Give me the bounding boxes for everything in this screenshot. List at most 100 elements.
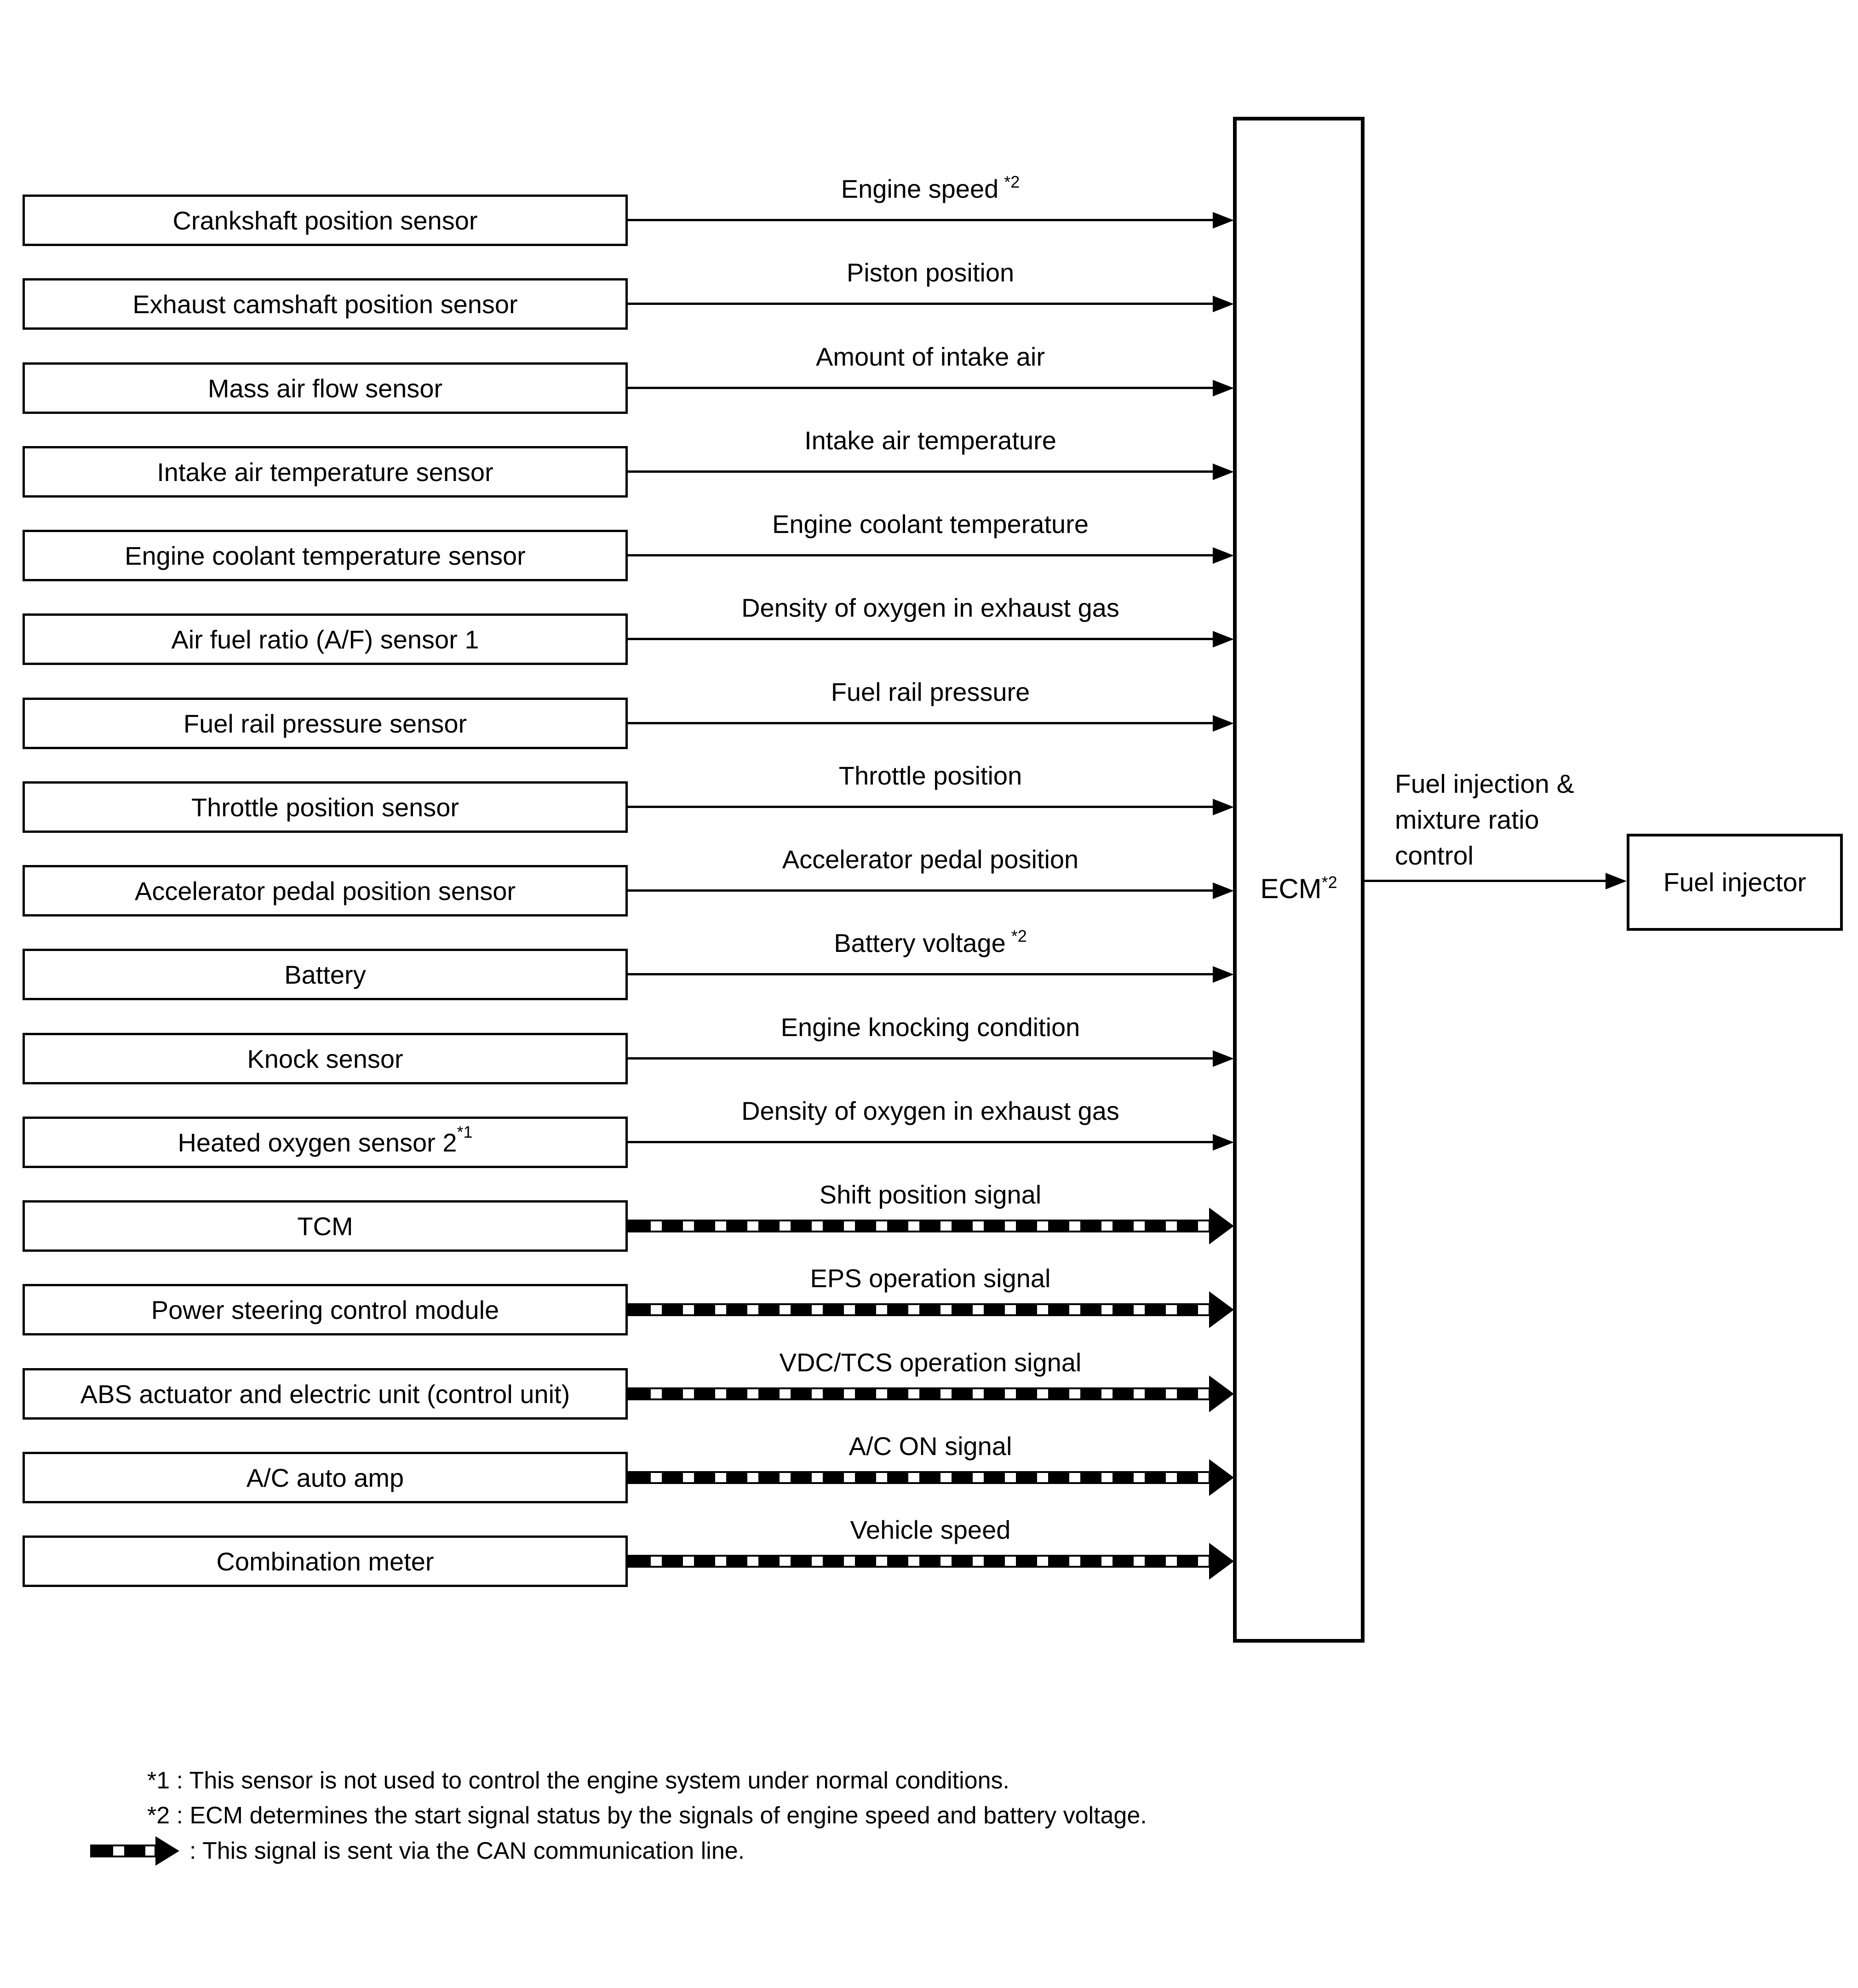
fuel-control-label-line2: mixture ratio — [1395, 805, 1539, 835]
can-arrow-line — [628, 1471, 1210, 1484]
signal-arrow-line — [628, 387, 1214, 389]
signal-label: Throttle position — [628, 763, 1233, 789]
ecm-label: ECM*2 — [1233, 873, 1365, 905]
source-box: Knock sensor — [23, 1033, 628, 1084]
signal-arrow-line — [628, 722, 1214, 724]
signal-label: Engine speed *2 — [628, 172, 1233, 205]
signal-arrow-line — [628, 806, 1214, 808]
signal-label: Vehicle speed — [628, 1517, 1233, 1543]
fuel-injector-box: Fuel injector — [1627, 834, 1843, 931]
can-arrow-line — [628, 1387, 1210, 1400]
source-box: Heated oxygen sensor 2*1 — [23, 1117, 628, 1168]
can-arrow-line — [628, 1555, 1210, 1568]
ecm-footnote-ref: *2 — [1321, 873, 1337, 892]
fuel-control-label: Fuel injection & mixture ratio control — [1395, 766, 1574, 874]
source-box: Intake air temperature sensor — [23, 446, 628, 498]
signal-label-text: A/C ON signal — [849, 1432, 1012, 1461]
fuel-control-arrow-head — [1606, 873, 1627, 889]
signal-label: Accelerator pedal position — [628, 847, 1233, 872]
footnote-can-text-span: : This signal is sent via the CAN commun… — [189, 1838, 745, 1864]
signal-arrow-line — [628, 973, 1214, 975]
can-arrow-icon-dashes — [92, 1846, 155, 1856]
signal-label-text: Density of oxygen in exhaust gas — [741, 1096, 1119, 1125]
footnote-2: *2 : ECM determines the start signal sta… — [147, 1804, 1147, 1828]
signal-footnote-ref: *2 — [1004, 172, 1020, 191]
can-arrow-dashes — [630, 1221, 1209, 1231]
source-box: Battery — [23, 949, 628, 1000]
fuel-control-label-line1: Fuel injection & — [1395, 769, 1574, 799]
signal-label: Piston position — [628, 260, 1233, 286]
signal-label-text: Throttle position — [838, 761, 1022, 790]
source-box-label: Heated oxygen sensor 2 — [178, 1128, 457, 1157]
footnote-1-text: *1 : This sensor is not used to control … — [147, 1767, 1009, 1794]
signal-arrow-line — [628, 303, 1214, 305]
signal-arrow-head — [1213, 715, 1234, 732]
signal-arrow-head — [1213, 464, 1234, 480]
signal-arrow-line — [628, 219, 1214, 221]
signal-label-text: Accelerator pedal position — [782, 845, 1079, 874]
signal-label: Fuel rail pressure — [628, 679, 1233, 705]
source-box: Engine coolant temperature sensor — [23, 530, 628, 581]
signal-label-text: Amount of intake air — [815, 342, 1045, 371]
signal-label: Density of oxygen in exhaust gas — [628, 1098, 1233, 1124]
source-footnote-ref: *1 — [457, 1123, 473, 1141]
signal-label: EPS operation signal — [628, 1266, 1233, 1291]
signal-label-text: Shift position signal — [819, 1180, 1042, 1209]
source-box-label: Crankshaft position sensor — [172, 206, 478, 235]
signal-label: Engine coolant temperature — [628, 511, 1233, 537]
signal-label-text: Intake air temperature — [804, 426, 1056, 455]
can-arrow-head — [1209, 1208, 1234, 1244]
source-box: Mass air flow sensor — [23, 362, 628, 414]
signal-label: Engine knocking condition — [628, 1014, 1233, 1040]
signal-arrow-head — [1213, 212, 1234, 229]
source-box-label: Mass air flow sensor — [207, 373, 443, 403]
can-arrow-dashes — [630, 1305, 1209, 1314]
source-box-label: TCM — [297, 1211, 353, 1241]
signal-label: VDC/TCS operation signal — [628, 1350, 1233, 1375]
source-box: Combination meter — [23, 1535, 628, 1587]
source-box: Power steering control module — [23, 1284, 628, 1335]
can-arrow-head — [1209, 1291, 1234, 1328]
ecm-box — [1233, 117, 1365, 1643]
ecm-label-text: ECM — [1260, 873, 1322, 904]
source-box-label: Knock sensor — [247, 1044, 403, 1073]
signal-arrow-head — [1213, 296, 1234, 312]
signal-arrow-head — [1213, 1050, 1234, 1067]
can-arrow-dashes — [630, 1557, 1209, 1566]
fuel-injector-label: Fuel injector — [1663, 867, 1806, 897]
source-box: Fuel rail pressure sensor — [23, 698, 628, 749]
source-box-label: Accelerator pedal position sensor — [134, 876, 516, 905]
can-arrow-dashes — [630, 1389, 1209, 1398]
can-arrow-head — [1209, 1375, 1234, 1412]
signal-label: Battery voltage*2 — [628, 927, 1233, 959]
signal-label-text: Engine knocking condition — [780, 1013, 1080, 1042]
signal-label-text: Density of oxygen in exhaust gas — [741, 593, 1119, 622]
signal-label-text: Fuel rail pressure — [831, 677, 1030, 706]
source-box-label: Combination meter — [216, 1547, 434, 1576]
signal-label: Density of oxygen in exhaust gas — [628, 595, 1233, 621]
signal-arrow-head — [1213, 631, 1234, 647]
signal-label-text: Vehicle speed — [850, 1515, 1011, 1544]
footnote-2-text: *2 : ECM determines the start signal sta… — [147, 1802, 1147, 1829]
source-box-label: Engine coolant temperature sensor — [125, 541, 526, 570]
footnote-can-text: : This signal is sent via the CAN commun… — [189, 1839, 745, 1863]
can-arrow-icon-head — [155, 1836, 179, 1866]
source-box-label: ABS actuator and electric unit (control … — [80, 1379, 570, 1409]
signal-label: Amount of intake air — [628, 344, 1233, 370]
source-box: ABS actuator and electric unit (control … — [23, 1368, 628, 1420]
source-box-label: Exhaust camshaft position sensor — [132, 289, 518, 319]
signal-arrow-head — [1213, 380, 1234, 396]
source-box: A/C auto amp — [23, 1452, 628, 1503]
source-box-label: Power steering control module — [151, 1295, 499, 1324]
fuel-control-label-line3: control — [1395, 841, 1474, 871]
can-arrow-head — [1209, 1459, 1234, 1496]
source-box: Exhaust camshaft position sensor — [23, 278, 628, 330]
can-arrow-head — [1209, 1543, 1234, 1580]
fuel-control-arrow-line — [1365, 880, 1607, 882]
source-box-label: Battery — [284, 960, 366, 989]
signal-label: Shift position signal — [628, 1182, 1233, 1208]
signal-label-text: Engine speed — [841, 174, 999, 203]
source-box-label: Air fuel ratio (A/F) sensor 1 — [171, 624, 479, 654]
signal-arrow-head — [1213, 799, 1234, 815]
